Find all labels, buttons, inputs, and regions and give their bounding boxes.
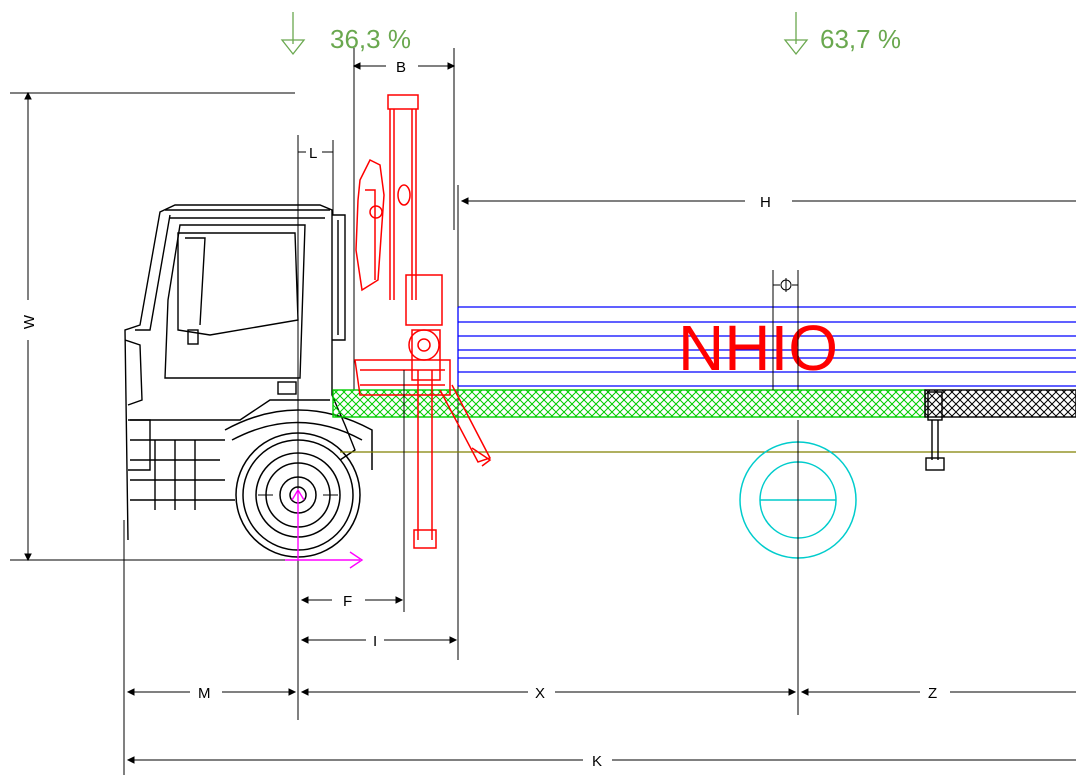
label-h: H [760,194,771,211]
truck-cab [124,204,356,541]
dimension-i [300,636,458,644]
center-of-gravity-icon [780,278,792,292]
dimension-b [352,48,456,390]
label-i: I [373,633,377,650]
label-w: W [21,314,38,329]
ground-arrow-icon [783,12,809,56]
rear-axle-percent: 63,7 % [820,24,901,54]
ground-arrow-icon [280,12,306,56]
subframe [332,389,926,418]
front-load-indicator: 36,3 % [280,12,411,56]
label-k: K [592,753,602,770]
cargo-body [457,306,1076,387]
axis-marker-icon [285,488,364,569]
dimension-l [297,135,334,720]
front-wheel [224,409,373,558]
dimension-w [10,91,300,562]
label-m: M [198,685,211,702]
crane-brand: NHIO [678,312,838,384]
rear-load-indicator: 63,7 % [783,12,901,56]
label-f: F [343,593,352,610]
front-axle-percent: 36,3 % [330,24,411,54]
rear-axle-line [772,270,799,715]
crane [354,94,492,549]
rear-outrigger [925,391,945,471]
dimension-k [126,756,1076,764]
label-l: L [309,145,317,162]
dimension-h [457,185,1076,660]
dimension-mxz [123,520,1076,775]
label-b: B [396,59,406,76]
rear-overhang-frame [924,389,1076,418]
label-x: X [535,685,545,702]
label-z: Z [928,685,937,702]
dimension-f [300,370,405,612]
